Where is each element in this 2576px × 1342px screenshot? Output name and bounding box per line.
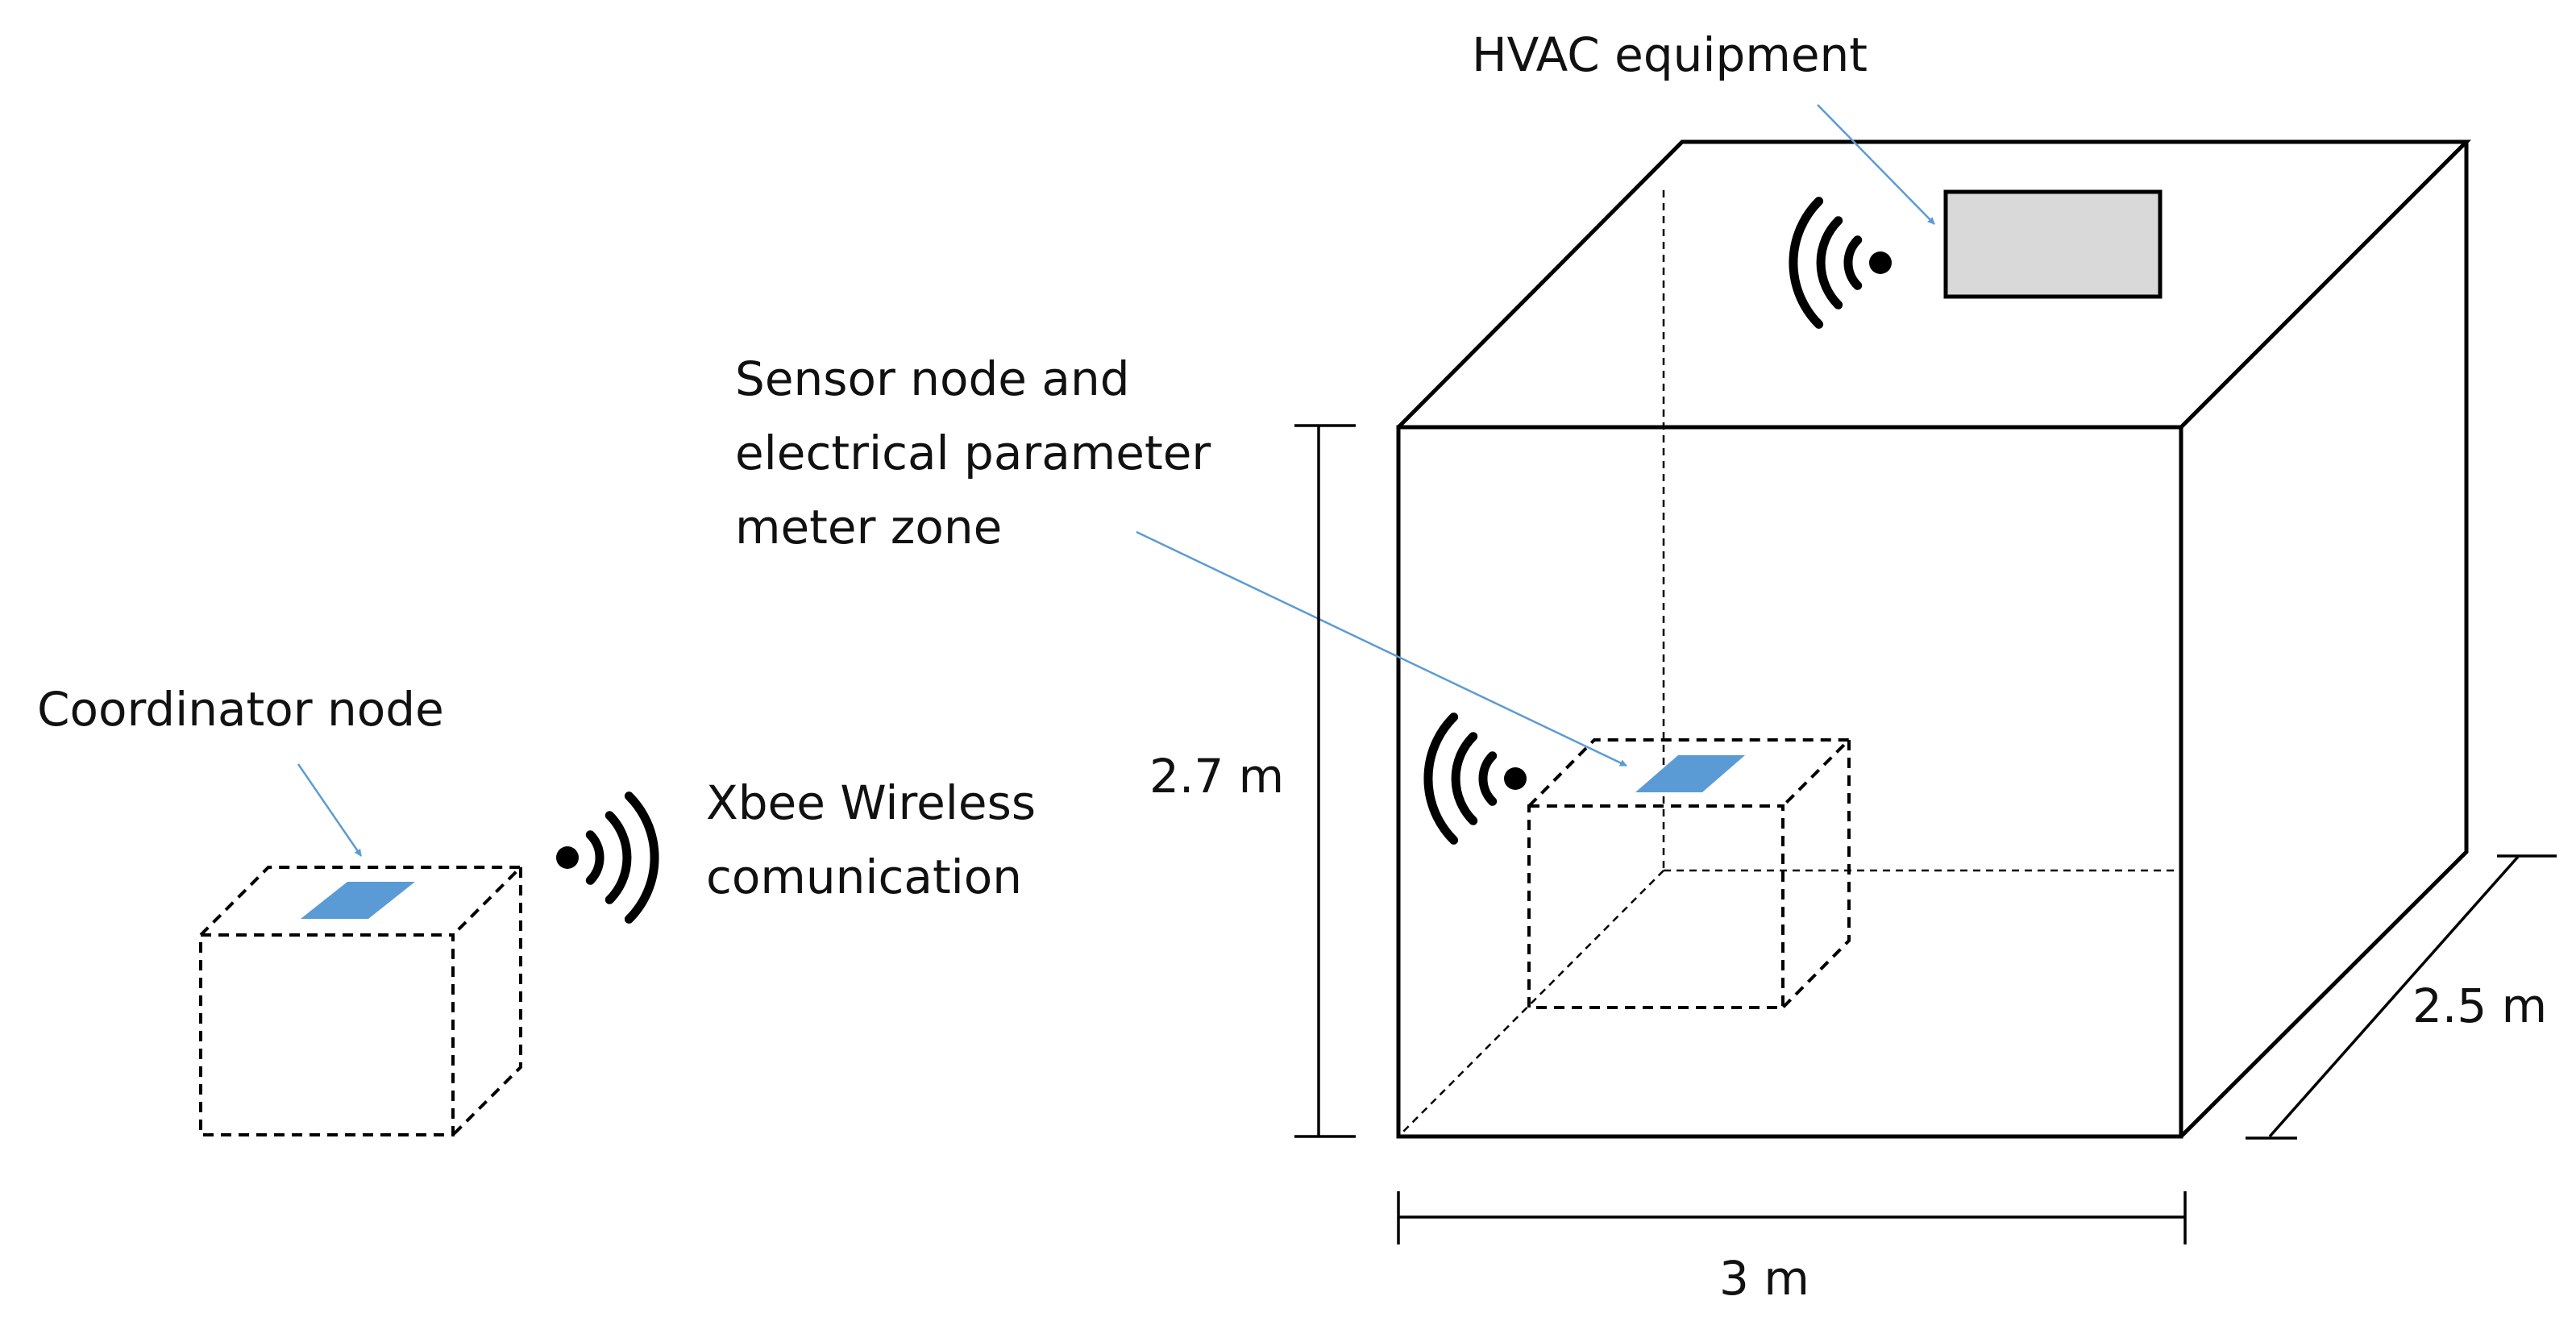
sensor-node-pad	[1635, 755, 1745, 792]
width-dimension-label: 3 m	[1719, 1241, 1809, 1315]
wifi-signal-icon	[1423, 713, 1527, 845]
hvac-equipment-label-text: HVAC equipment	[1472, 27, 1868, 82]
wifi-signal-icon	[556, 791, 659, 924]
room-back-depth-edge	[1398, 870, 1664, 1137]
width-dimension-value: 3 m	[1719, 1251, 1809, 1306]
room-cube	[1396, 139, 2472, 1139]
hvac-leader-arrow	[1817, 104, 1935, 225]
room-top-face	[1397, 139, 2472, 429]
sensor-zone-right	[1781, 740, 1851, 1009]
coordinator-node-label-text: Coordinator node	[37, 682, 444, 737]
xbee-wireless-label-line-1: Xbee Wireless	[706, 775, 1037, 830]
coordinator-node-label: Coordinator node	[37, 672, 444, 746]
coordinator-node-pad	[301, 882, 415, 919]
sensor-node-label-line-1: Sensor node and	[735, 351, 1130, 406]
depth-dimension-value: 2.5 m	[2412, 978, 2548, 1033]
sensor-zone-front	[1527, 804, 1785, 1009]
hvac-equipment-box	[1943, 189, 2163, 299]
coordinator-cube-top	[199, 866, 525, 937]
height-dimension-label: 2.7 m	[1149, 739, 1284, 813]
coordinator-cube-front	[199, 933, 455, 1136]
depth-dimension-label: 2.5 m	[2412, 969, 2547, 1043]
coordinator-leader-arrow	[297, 763, 363, 857]
sensor-node-label: Sensor node and electrical parameter met…	[735, 342, 1211, 564]
sensor-zone-top	[1527, 738, 1853, 808]
xbee-wireless-label: Xbee Wireless comunication	[706, 766, 1036, 914]
sensor-node-label-line-3: meter zone	[735, 500, 1003, 555]
xbee-wireless-label-line-2: comunication	[706, 850, 1023, 904]
hvac-equipment-label: HVAC equipment	[1472, 18, 1868, 92]
room-front-face	[1396, 425, 2183, 1139]
sensor-leader-arrow	[1136, 530, 1627, 767]
room-right-face	[2179, 142, 2469, 1138]
height-dimension-value: 2.7 m	[1149, 749, 1285, 804]
coordinator-node-cube	[199, 866, 525, 1136]
height-dimension	[1294, 424, 1356, 1138]
wifi-signal-icon	[1789, 197, 1892, 329]
sensor-node-label-line-2: electrical parameter	[735, 426, 1211, 480]
width-dimension	[1397, 1191, 2187, 1244]
sensor-zone-cube	[1527, 738, 1853, 1009]
coordinator-cube-right	[451, 867, 522, 1136]
depth-dimension	[2246, 854, 2557, 1140]
